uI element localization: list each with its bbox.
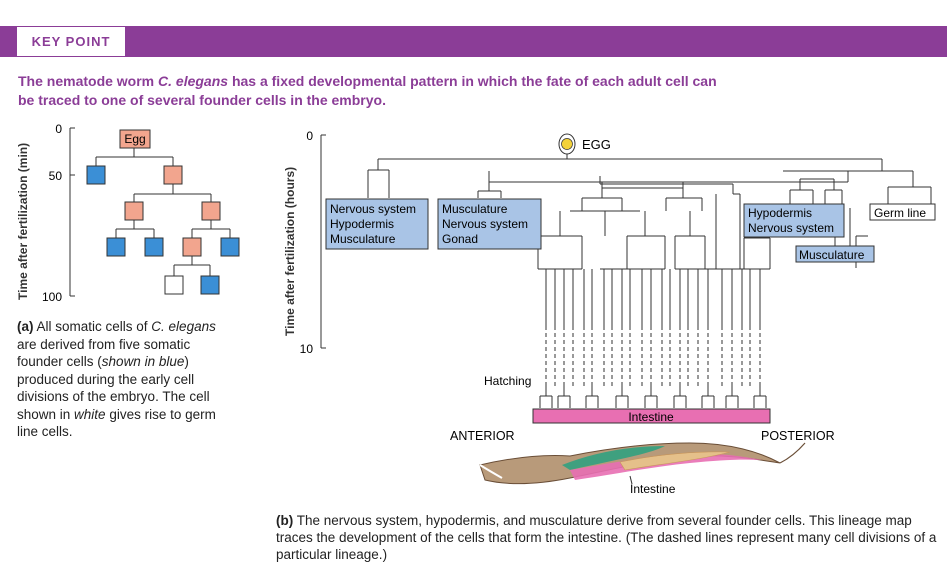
header-banner xyxy=(0,26,947,57)
panel-b-lineage-map: Time after fertilization (hours) 0 10 EG… xyxy=(283,129,936,496)
lineage-box-3-line: Nervous system xyxy=(748,221,834,235)
lineage-box-1-line: Nervous system xyxy=(330,202,416,216)
blast-cell xyxy=(124,201,144,221)
worm-intestine-label: Intestine xyxy=(630,482,676,496)
germ-line-cell xyxy=(164,275,184,295)
lineage-box-1-line: Hypodermis xyxy=(330,217,394,231)
panel-a-ylabel: Time after fertilization (min) xyxy=(16,143,30,300)
blast-cell xyxy=(201,201,221,221)
lineage-box-5 xyxy=(869,203,936,221)
anterior-label: ANTERIOR xyxy=(450,429,515,443)
worm-illustration xyxy=(479,442,806,485)
founder-cell xyxy=(200,275,220,295)
intestine-bar-label: Intestine xyxy=(628,410,674,424)
panel-b-tick-0: 0 xyxy=(306,129,313,143)
caption-b: (b) The nervous system, hypodermis, and … xyxy=(276,513,937,562)
panel-a-tick-0: 0 xyxy=(55,122,62,136)
panel-b-tick-10: 10 xyxy=(300,342,314,356)
blast-cell xyxy=(163,165,183,185)
lineage-box-2-line: Musculature xyxy=(442,202,508,216)
lineage-box-4-label: Musculature xyxy=(799,248,865,262)
lineage-box-3-line: Hypodermis xyxy=(748,206,812,220)
lineage-box-3 xyxy=(743,203,845,238)
lineage-box-1-line: Musculature xyxy=(330,232,396,246)
egg-label: Egg xyxy=(124,132,145,146)
panel-b-ylabel: Time after fertilization (hours) xyxy=(283,167,297,336)
hatching-label: Hatching xyxy=(484,374,531,388)
lineage-box-2-line: Nervous system xyxy=(442,217,528,231)
founder-cell xyxy=(144,237,164,257)
founder-cell xyxy=(220,237,240,257)
lineage-box-1 xyxy=(325,198,429,250)
panel-a-diagram: Time after fertilization (min) 0 50 100 … xyxy=(16,122,240,304)
egg-label: EGG xyxy=(582,137,611,152)
posterior-label: POSTERIOR xyxy=(761,429,835,443)
caption-a: (a) All somatic cells of C. elegans are … xyxy=(17,319,216,439)
panel-a-tick-50: 50 xyxy=(49,169,63,183)
lineage-box-2-line: Gonad xyxy=(442,232,478,246)
panel-a-tick-100: 100 xyxy=(42,290,62,304)
egg-cell xyxy=(119,129,151,149)
lineage-box-2 xyxy=(437,198,542,250)
founder-cell xyxy=(86,165,106,185)
headline: The nematode worm C. elegans has a fixed… xyxy=(18,73,717,108)
founder-cell xyxy=(106,237,126,257)
lineage-box-4 xyxy=(795,245,875,263)
key-point-tag: KEY POINT xyxy=(16,26,126,57)
blast-cell xyxy=(182,237,202,257)
lineage-box-5-label: Germ line xyxy=(874,206,926,220)
intestine-bar xyxy=(532,408,771,424)
